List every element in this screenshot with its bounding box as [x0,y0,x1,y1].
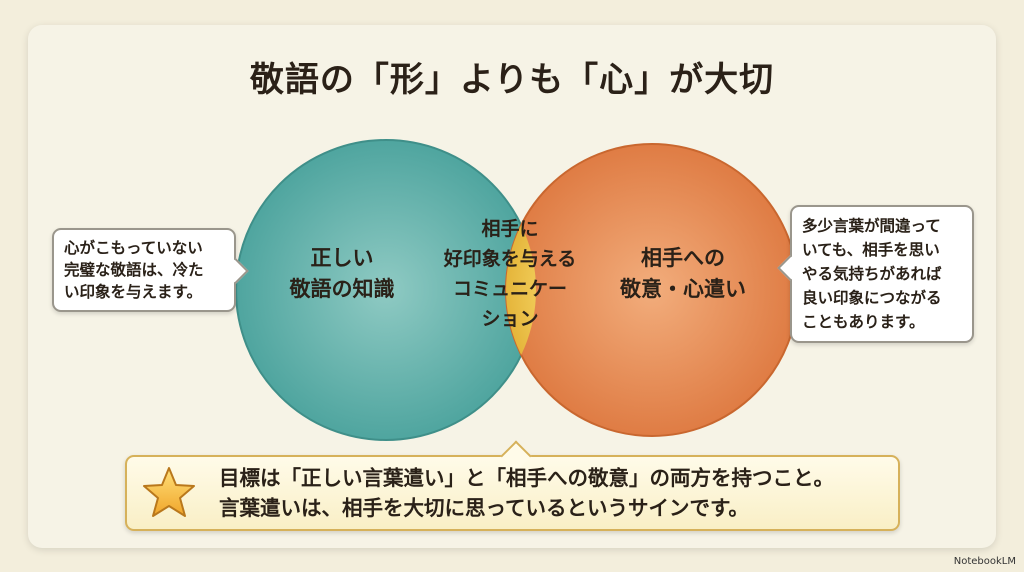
watermark: NotebookLM [953,556,1016,567]
label-line: 好印象を与える [443,248,577,270]
label-line: 相手に [481,218,539,240]
venn-left-label: 正しい 敬語の知識 [262,243,422,305]
label-line: 敬語の知識 [289,277,395,301]
note-line: いても、相手を思い [802,241,940,259]
star-icon [143,467,195,517]
note-line: こともあります。 [802,313,925,331]
note-line: い印象を与えます。 [64,283,202,301]
conclusion-line: 言葉遣いは、相手を大切に思っているというサインです。 [219,496,749,520]
note-line: 良い印象につながる [802,289,942,307]
note-line: 完璧な敬語は、冷た [64,261,204,279]
label-line: ション [481,308,539,330]
note-line: 心がこもっていない [64,239,203,257]
note-line: やる気持ちがあれば [802,265,942,283]
right-note-bubble: 多少言葉が間違って いても、相手を思い やる気持ちがあれば 良い印象につながる … [790,205,974,343]
note-line: 多少言葉が間違って [802,217,941,235]
venn-center-label: 相手に 好印象を与える コミュニケー ション [425,214,595,334]
conclusion-line: 目標は「正しい言葉遣い」と「相手への敬意」の両方を持つこと。 [219,466,834,490]
label-line: コミュニケー [452,278,567,300]
label-line: 敬意・心遣い [620,277,746,301]
conclusion-box: 目標は「正しい言葉遣い」と「相手への敬意」の両方を持つこと。 言葉遣いは、相手を… [125,455,900,531]
label-line: 相手への [641,246,725,270]
label-line: 正しい [310,246,374,270]
venn-right-label: 相手への 敬意・心遣い [608,243,758,305]
left-note-bubble: 心がこもっていない 完璧な敬語は、冷た い印象を与えます。 [52,228,236,312]
slide-title: 敬語の「形」よりも「心」が大切 [249,60,775,100]
